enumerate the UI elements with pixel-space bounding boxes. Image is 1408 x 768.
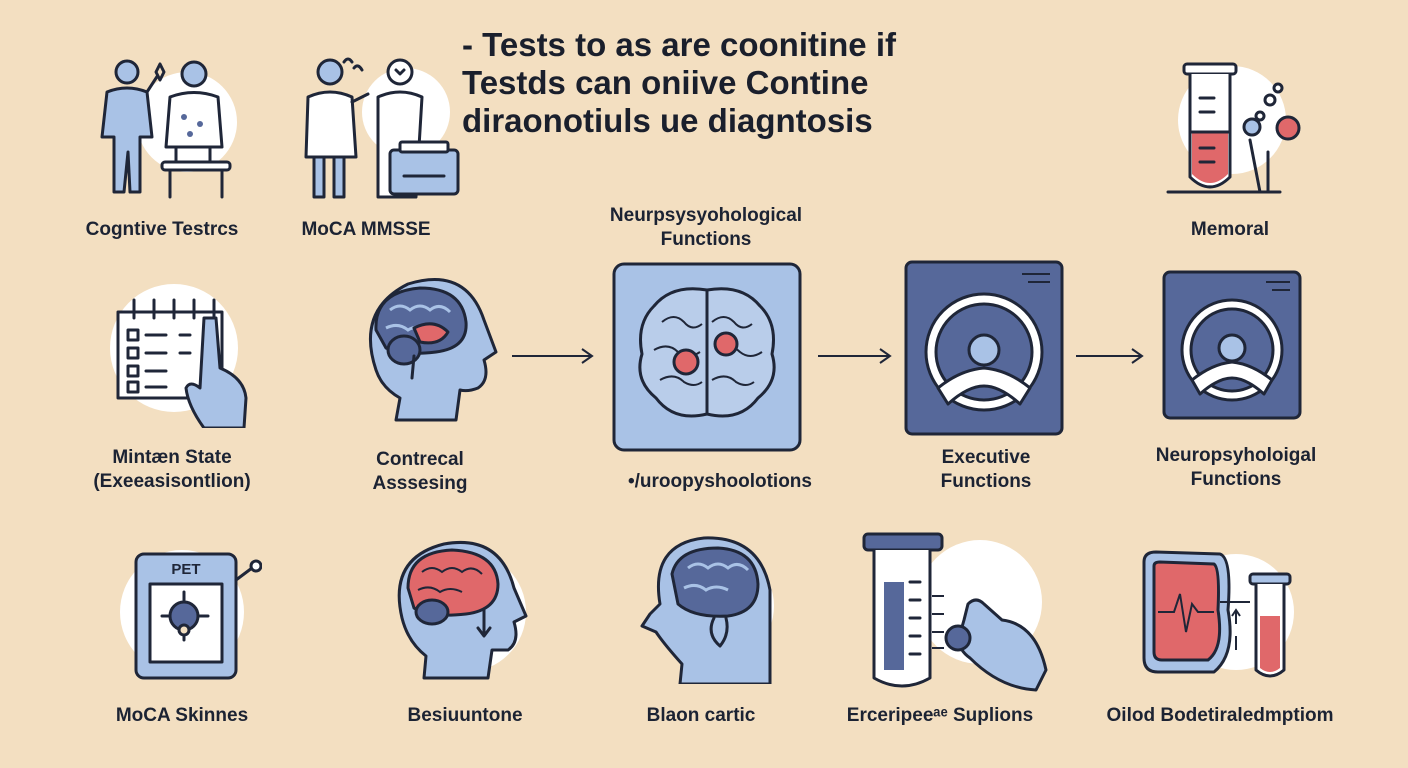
label-neuro-mid: •/uroopyshoolotions [628,471,812,492]
mri-scanner-icon [904,260,1064,436]
title-line-1: - Tests to as are coonitine if [462,26,896,63]
label-moca-mmse: MoCA MMSSE [301,219,431,240]
mri-scanner-icon-2 [1162,270,1302,420]
title-line-3: diraonotiuls ue diagntosis [462,102,873,139]
title-line-2: Testds can oniive Contine [462,64,869,101]
blood-test-icon [1142,550,1294,678]
label-minten-line2: (Exeeasisontlion) [93,471,251,492]
label-neuro-right-line1: Neuropsyholoigal [1155,445,1317,466]
pet-scanner-icon: PET [120,550,262,680]
test-tube-icon [1166,62,1301,194]
label-executive-functions: Executive Functions [906,446,1066,494]
label-oliod: Oilod Bodetiraledmptiom [1106,705,1334,726]
label-executive-line2: Functions [940,471,1032,492]
page-title: - Tests to as are coonitine if Testds ca… [462,26,982,140]
clinicians-icon [304,57,460,199]
checklist-hand-icon [110,284,248,428]
label-neuro-top-line1: Neurpsysyohological [609,205,803,226]
head-profile-brain-icon [640,536,774,684]
label-contrecal: Contrecal Asssesing [350,448,490,496]
sample-tube-hand-icon [862,532,1048,692]
label-contrecal-line2: Asssesing [372,473,468,494]
label-neuro-right: Neuropsyholoigal Functions [1136,444,1336,492]
head-brain-red-icon [397,540,528,680]
arrow-right-2 [818,348,892,364]
label-besiuntone: Besiuuntone [407,705,523,726]
label-neuro-functions-top: Neurpsysyohological Functions [596,204,816,252]
brain-scan-panel-icon [612,262,802,452]
label-minten-line1: Mintæn State [112,447,232,468]
label-moca-skinnes: MoCA Skinnes [115,705,249,726]
label-memoral: Memoral [1190,219,1270,240]
label-neuro-right-line2: Functions [1190,469,1282,490]
label-neuro-top-line2: Functions [660,229,752,250]
label-cognitive-tests: Cogntive Testrcs [85,219,239,240]
label-blaon-cartic: Blaon cartic [646,705,756,726]
arrow-right-3 [1076,348,1144,364]
label-minten-state: Mintæn State (Exeeasisontlion) [82,446,262,494]
label-executive-line1: Executive [941,447,1031,468]
doctor-patient-icon [100,59,237,199]
head-brain-icon [368,278,498,422]
label-erceripee: Erceripeeᵃᵉ Suplions [846,705,1034,726]
pet-screen-text: PET [171,561,200,578]
label-contrecal-line1: Contrecal [376,449,464,470]
arrow-right-1 [512,348,594,364]
